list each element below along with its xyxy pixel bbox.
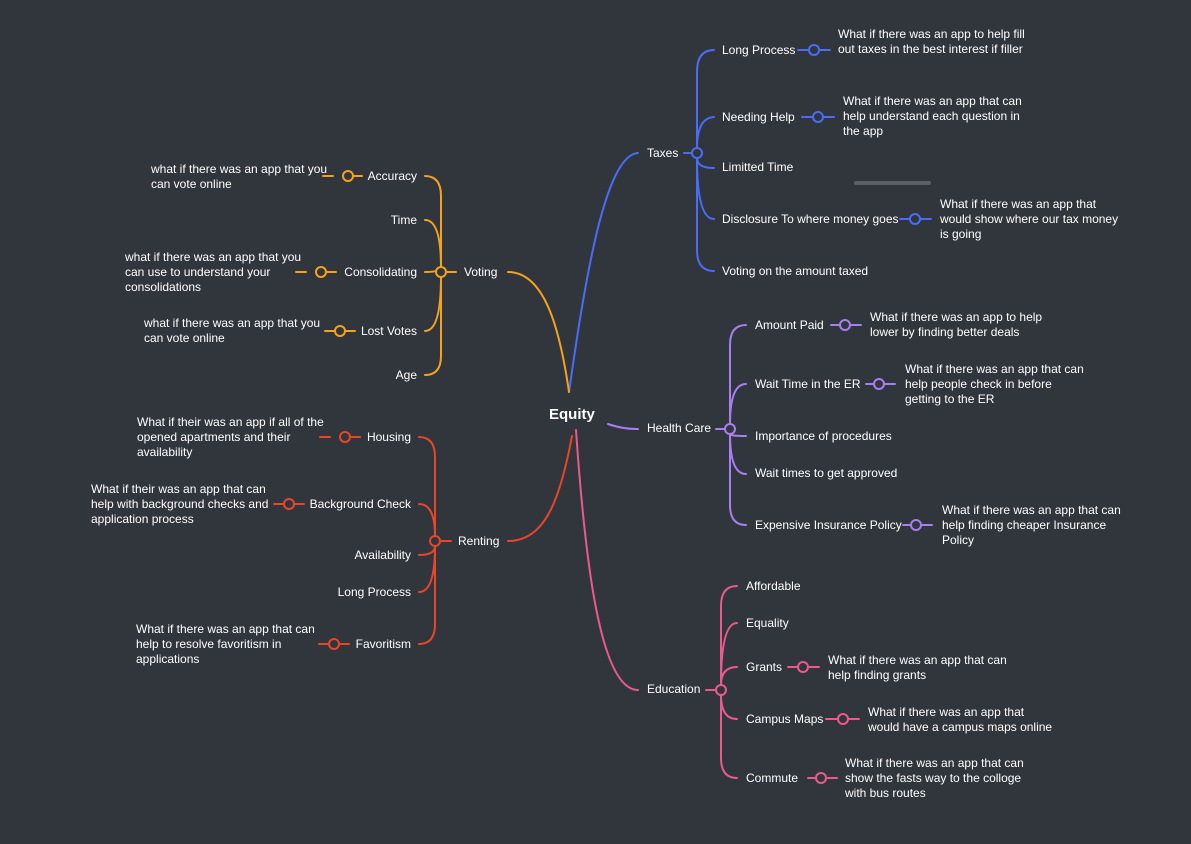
- voting-note-consolidating[interactable]: what if there was an app that you can us…: [125, 250, 302, 294]
- education-note-connectors: [787, 666, 860, 779]
- disclosure-node: [909, 213, 921, 225]
- health-hub-node: [724, 423, 736, 435]
- renting-connectors: [273, 431, 573, 650]
- center-to-health-line: [607, 423, 639, 430]
- renting-item-favoritism[interactable]: Favoritism: [355, 637, 411, 651]
- branch-renting[interactable]: Renting: [458, 534, 500, 548]
- branch-education[interactable]: Education: [647, 682, 701, 696]
- health-hub-trunk: [729, 324, 747, 526]
- taxes-item-limitted-time[interactable]: Limitted Time: [722, 160, 794, 174]
- renting-note-favoritism[interactable]: What if there was an app that can help t…: [136, 622, 315, 666]
- voting-connectors: [295, 170, 570, 393]
- renting-hub-node: [429, 535, 441, 547]
- renting-item-housing[interactable]: Housing: [366, 430, 411, 444]
- education-item-campus-maps[interactable]: Campus Maps: [746, 712, 824, 726]
- health-item-wait-time-er[interactable]: Wait Time in the ER: [755, 377, 861, 391]
- health-item-wait-times-approved[interactable]: Wait times to get approved: [755, 466, 898, 480]
- center-to-renting-line: [507, 435, 573, 542]
- campus-maps-node: [837, 713, 849, 725]
- needing-help-node: [812, 111, 824, 123]
- taxes-note-disclosure[interactable]: What if there was an app that would show…: [940, 197, 1119, 241]
- lost-votes-node: [334, 325, 346, 337]
- voting-note-lost-votes[interactable]: what if there was an app that you can vo…: [144, 316, 321, 345]
- horizontal-scrollbar[interactable]: [854, 181, 931, 185]
- taxes-connectors: [568, 44, 932, 393]
- voting-note-connectors: [295, 175, 363, 332]
- voting-item-consolidating[interactable]: Consolidating: [344, 265, 417, 279]
- housing-node: [339, 431, 351, 443]
- voting-item-age[interactable]: Age: [395, 368, 417, 382]
- education-note-campus-maps[interactable]: What if there was an app that would have…: [868, 705, 1053, 734]
- renting-item-long-process[interactable]: Long Process: [337, 585, 411, 599]
- long-process-node: [808, 44, 820, 56]
- taxes-hub-trunk: [696, 49, 715, 272]
- consolidating-node: [315, 266, 327, 278]
- taxes-item-voting-amount[interactable]: Voting on the amount taxed: [722, 264, 869, 278]
- education-item-affordable[interactable]: Affordable: [746, 579, 801, 593]
- education-hub-trunk: [720, 585, 738, 779]
- health-note-expensive-insurance[interactable]: What if there was an app that can help f…: [942, 503, 1121, 547]
- taxes-item-disclosure[interactable]: Disclosure To where money goes: [722, 212, 899, 226]
- grants-node: [797, 661, 809, 673]
- renting-note-housing[interactable]: What if their was an app if all of the o…: [137, 415, 324, 459]
- education-hub-node: [715, 684, 727, 696]
- health-note-amount-paid[interactable]: What if there was an app to help lower b…: [870, 310, 1043, 339]
- center-to-taxes-line: [568, 152, 639, 393]
- voting-item-accuracy[interactable]: Accuracy: [367, 169, 417, 183]
- health-note-wait-time-er[interactable]: What if there was an app that can help p…: [905, 362, 1084, 406]
- renting-item-background-check[interactable]: Background Check: [309, 497, 411, 511]
- education-note-commute[interactable]: What if there was an app that can show t…: [845, 756, 1024, 800]
- health-connectors: [607, 319, 933, 531]
- taxes-note-long-process[interactable]: What if there was an app to help fill ou…: [838, 27, 1025, 56]
- education-item-grants[interactable]: Grants: [746, 660, 783, 674]
- education-note-grants[interactable]: What if there was an app that can help f…: [828, 653, 1007, 682]
- branch-voting[interactable]: Voting: [464, 265, 498, 279]
- voting-item-time[interactable]: Time: [390, 213, 417, 227]
- center-to-education-line: [575, 429, 639, 691]
- accuracy-node: [342, 170, 354, 182]
- renting-note-connectors: [273, 436, 361, 645]
- taxes-hub-node: [691, 147, 703, 159]
- education-connectors: [575, 429, 860, 784]
- voting-note-accuracy[interactable]: what if there was an app that you can vo…: [151, 162, 328, 191]
- background-check-node: [283, 498, 295, 510]
- renting-hub-trunk: [418, 436, 436, 645]
- renting-item-availability[interactable]: Availability: [354, 548, 411, 562]
- center-to-voting-line: [507, 271, 570, 393]
- taxes-item-needing-help[interactable]: Needing Help: [722, 110, 795, 124]
- center-topic-equity[interactable]: Equity: [549, 406, 595, 423]
- expensive-insurance-node: [910, 519, 922, 531]
- health-item-importance-procedures[interactable]: Importance of procedures: [755, 429, 892, 443]
- voting-item-lost-votes[interactable]: Lost Votes: [360, 324, 417, 338]
- health-item-amount-paid[interactable]: Amount Paid: [755, 318, 824, 332]
- taxes-note-needing-help[interactable]: What if there was an app that can help u…: [843, 94, 1022, 138]
- taxes-item-long-process[interactable]: Long Process: [722, 43, 796, 57]
- amount-paid-node: [839, 319, 851, 331]
- education-item-commute[interactable]: Commute: [746, 771, 799, 785]
- branch-health-care[interactable]: Health Care: [647, 421, 712, 435]
- branch-taxes[interactable]: Taxes: [647, 146, 679, 160]
- voting-hub-node: [435, 266, 447, 278]
- wait-time-er-node: [873, 378, 885, 390]
- health-item-expensive-insurance[interactable]: Expensive Insurance Policy: [755, 518, 902, 532]
- favoritism-node: [328, 638, 340, 650]
- health-note-connectors: [830, 324, 933, 526]
- education-item-equality[interactable]: Equality: [746, 616, 789, 630]
- renting-note-background-check[interactable]: What if their was an app that can help w…: [91, 482, 269, 526]
- commute-node: [815, 772, 827, 784]
